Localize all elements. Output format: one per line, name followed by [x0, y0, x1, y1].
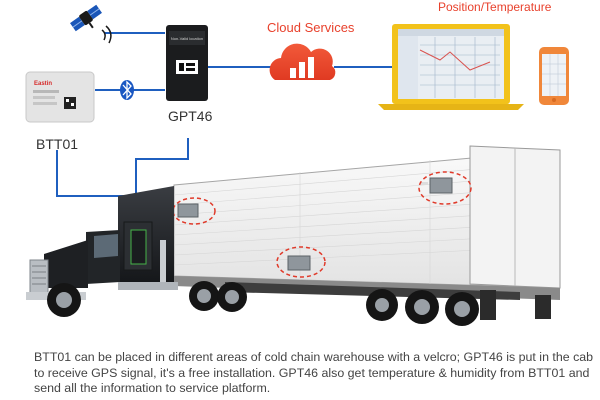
trailer-sensor-rear: [418, 171, 472, 205]
gpt-to-cab-line: [135, 138, 189, 226]
truck-cab: [26, 186, 178, 300]
cloud-services-label: Cloud Services: [267, 20, 355, 35]
laptop-icon: [378, 24, 524, 110]
signal-waves-icon: [101, 25, 112, 44]
btt01-label: BTT01: [36, 136, 79, 152]
phone-icon: [539, 47, 569, 105]
trailer-sensor-middle: [276, 246, 326, 278]
bluetooth-icon: [120, 80, 134, 100]
btt01-sensor: Eastin: [25, 71, 95, 123]
wheels: [47, 281, 479, 326]
position-temperature-label: Position/Temperature: [438, 0, 552, 14]
gpt46-label: GPT46: [168, 108, 213, 124]
trailer-sensor-front: [172, 197, 216, 225]
gpt46-device: Non-Valid location: [166, 25, 208, 101]
gpt46-screen-text: Non-Valid location: [171, 36, 203, 41]
satellite-icon: [70, 4, 102, 32]
description-caption: BTT01 can be placed in different areas o…: [34, 350, 594, 395]
cloud-services-icon: [269, 43, 336, 80]
btt01-brand: Eastin: [34, 81, 52, 87]
